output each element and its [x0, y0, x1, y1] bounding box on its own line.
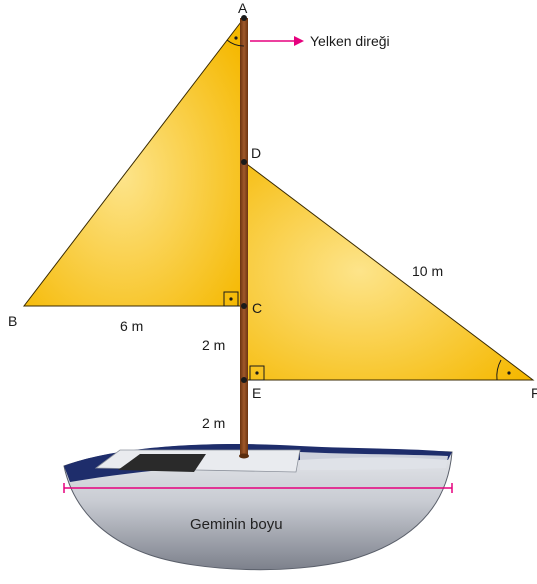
label-point-b: B: [8, 313, 17, 329]
angle-arc-icon: [226, 36, 245, 47]
measure-bc: 6 m: [120, 318, 143, 334]
right-angle-icon: [249, 365, 265, 381]
label-point-e: E: [252, 385, 261, 401]
measure-e-deck: 2 m: [202, 415, 225, 431]
point-e-dot: [241, 377, 247, 383]
measure-ce: 2 m: [202, 337, 225, 353]
mast: [240, 18, 248, 456]
point-a-dot: [241, 15, 247, 21]
boat-hull: [63, 444, 453, 571]
left-sail: [22, 16, 245, 307]
label-point-f: F: [531, 385, 537, 401]
label-point-a: A: [238, 0, 248, 16]
boat-length-label: Geminin boyu: [190, 516, 283, 533]
mast-label: Yelken direği: [310, 33, 390, 49]
label-point-d: D: [251, 145, 261, 161]
right-sail: [243, 160, 535, 381]
right-angle-icon: [223, 291, 239, 307]
angle-arc-icon: [496, 359, 511, 381]
mast-base: [239, 453, 249, 459]
point-c-dot: [241, 303, 247, 309]
mast-arrow-head: [294, 36, 304, 46]
point-d-dot: [241, 159, 247, 165]
label-point-c: C: [252, 300, 262, 316]
measure-df: 10 m: [412, 263, 443, 279]
